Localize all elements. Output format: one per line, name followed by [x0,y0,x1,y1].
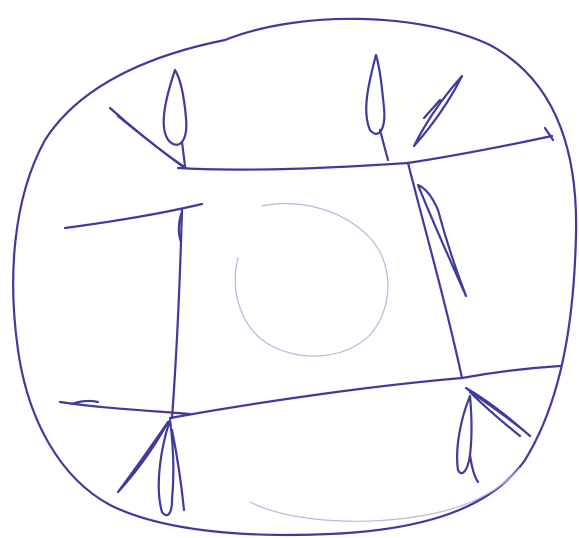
bottom-right-line [462,366,560,378]
top-left-petal-stem [182,142,185,166]
bottom-right-petal-b [470,392,520,436]
top-right-line [408,136,552,163]
faint-inner-circle [235,204,388,356]
bottom-right-petal-c [457,396,471,473]
inner-square-top [178,163,408,170]
top-right-petal-stem [380,130,388,160]
right-petal [418,185,466,296]
faint-bottom-arc [250,468,520,521]
outer-outline [13,19,576,535]
bottom-right-tail [470,455,478,482]
top-right-petal [366,55,384,134]
bottom-right-petal-a [466,388,530,436]
bottom-left-line [60,402,190,414]
top-left-petal [164,70,187,145]
top-right-dart [414,76,462,146]
top-left-line-2 [118,116,186,168]
bottom-left-line-2 [72,401,98,404]
inner-square-bottom [170,378,462,418]
